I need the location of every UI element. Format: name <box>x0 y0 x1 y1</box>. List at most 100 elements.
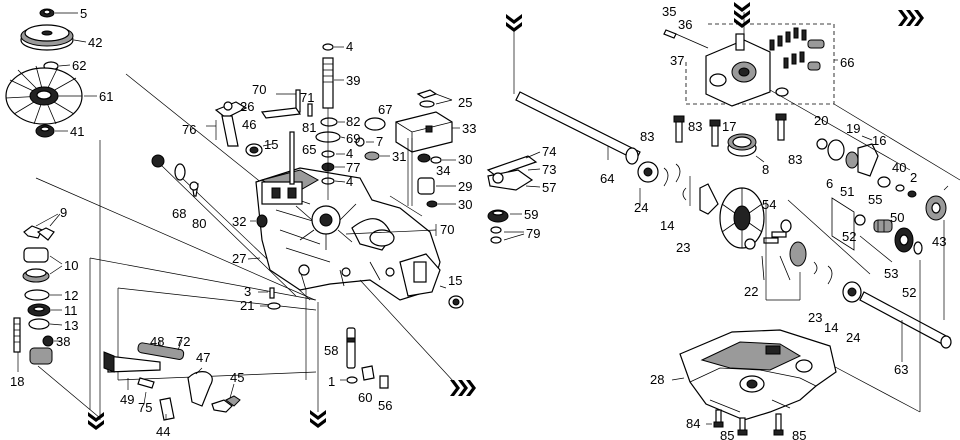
label-41: 41 <box>70 124 84 139</box>
lower-left-parts <box>13 213 63 372</box>
label-18: 18 <box>10 374 24 389</box>
label-3: 3 <box>244 284 251 299</box>
label-4-top: 4 <box>346 39 353 54</box>
label-5: 5 <box>80 6 87 21</box>
label-69: 69 <box>346 131 360 146</box>
label-15-left: 15 <box>264 137 278 152</box>
chevron-arrow-icons-center <box>450 2 924 396</box>
label-84: 84 <box>686 416 700 431</box>
label-60: 60 <box>358 390 372 405</box>
label-24-b: 24 <box>846 330 860 345</box>
label-19: 19 <box>846 121 860 136</box>
label-52-b: 52 <box>902 285 916 300</box>
label-59: 59 <box>524 207 538 222</box>
label-62: 62 <box>72 58 86 73</box>
gear-train-right <box>637 135 952 362</box>
label-14-b: 14 <box>824 320 838 335</box>
label-42: 42 <box>88 35 102 50</box>
label-6: 6 <box>826 176 833 191</box>
label-61: 61 <box>99 89 113 104</box>
shaft-parts-lower-left <box>103 339 241 421</box>
label-83-c: 83 <box>788 152 802 167</box>
label-13: 13 <box>64 318 78 333</box>
label-44: 44 <box>156 424 170 439</box>
label-21: 21 <box>240 298 254 313</box>
label-28: 28 <box>650 372 664 387</box>
label-9: 9 <box>60 205 67 220</box>
label-72: 72 <box>176 334 190 349</box>
label-74: 74 <box>542 144 556 159</box>
label-11: 11 <box>64 303 78 318</box>
label-32: 32 <box>232 214 246 229</box>
label-68: 68 <box>172 206 186 221</box>
fan-blades <box>5 65 83 125</box>
label-4-mid: 4 <box>346 146 353 161</box>
label-26: 26 <box>240 99 254 114</box>
label-43: 43 <box>932 234 946 249</box>
label-71: 71 <box>300 90 314 105</box>
label-79: 79 <box>526 226 540 241</box>
label-34: 34 <box>436 163 450 178</box>
label-77: 77 <box>346 160 360 175</box>
label-31: 31 <box>392 149 406 164</box>
label-80: 80 <box>192 216 206 231</box>
label-22: 22 <box>744 284 758 299</box>
label-38: 38 <box>56 334 70 349</box>
label-85-a: 85 <box>720 428 734 440</box>
label-49: 49 <box>120 392 134 407</box>
label-53: 53 <box>884 266 898 281</box>
label-55: 55 <box>868 192 882 207</box>
label-70-top: 70 <box>252 82 266 97</box>
label-20: 20 <box>814 113 828 128</box>
label-66: 66 <box>840 55 854 70</box>
label-76: 76 <box>182 122 196 137</box>
axle-left <box>513 28 641 165</box>
label-82: 82 <box>346 114 360 129</box>
label-8: 8 <box>762 162 769 177</box>
label-40: 40 <box>892 160 906 175</box>
label-36: 36 <box>678 17 692 32</box>
label-45: 45 <box>230 370 244 385</box>
label-27: 27 <box>232 251 246 266</box>
label-52-a: 52 <box>842 229 856 244</box>
label-4-low: 4 <box>346 174 353 189</box>
label-81: 81 <box>302 120 316 135</box>
label-75: 75 <box>138 400 152 415</box>
upper-center-parts <box>151 43 541 389</box>
label-50: 50 <box>890 210 904 225</box>
label-83-b: 83 <box>688 119 702 134</box>
label-2: 2 <box>910 170 917 185</box>
label-48: 48 <box>150 334 164 349</box>
callout-labels: 5 42 62 61 41 9 10 12 11 13 38 18 68 80 … <box>10 4 946 440</box>
label-1: 1 <box>328 374 335 389</box>
label-16: 16 <box>872 133 886 148</box>
label-63: 63 <box>894 362 908 377</box>
label-24-a: 24 <box>634 200 648 215</box>
label-54: 54 <box>762 197 776 212</box>
label-51: 51 <box>840 184 854 199</box>
label-7: 7 <box>376 134 383 149</box>
label-85-b: 85 <box>792 428 806 440</box>
label-30-low: 30 <box>458 197 472 212</box>
label-10: 10 <box>64 258 78 273</box>
label-30-top: 30 <box>458 152 472 167</box>
lower-housing <box>671 329 837 436</box>
pump-assembly-top-right <box>663 23 838 163</box>
label-33: 33 <box>462 121 476 136</box>
chevron-arrow-icons-left <box>88 410 326 430</box>
assembly-lines-right <box>639 12 960 413</box>
label-25: 25 <box>458 95 472 110</box>
label-65: 65 <box>302 142 316 157</box>
label-15-right: 15 <box>448 273 462 288</box>
pulley-group <box>5 8 97 138</box>
label-46: 46 <box>242 117 256 132</box>
label-47: 47 <box>196 350 210 365</box>
label-67: 67 <box>378 102 392 117</box>
label-57: 57 <box>542 180 556 195</box>
label-39: 39 <box>346 73 360 88</box>
label-35: 35 <box>662 4 676 19</box>
label-23-b: 23 <box>808 310 822 325</box>
label-73: 73 <box>542 162 556 177</box>
label-12: 12 <box>64 288 78 303</box>
